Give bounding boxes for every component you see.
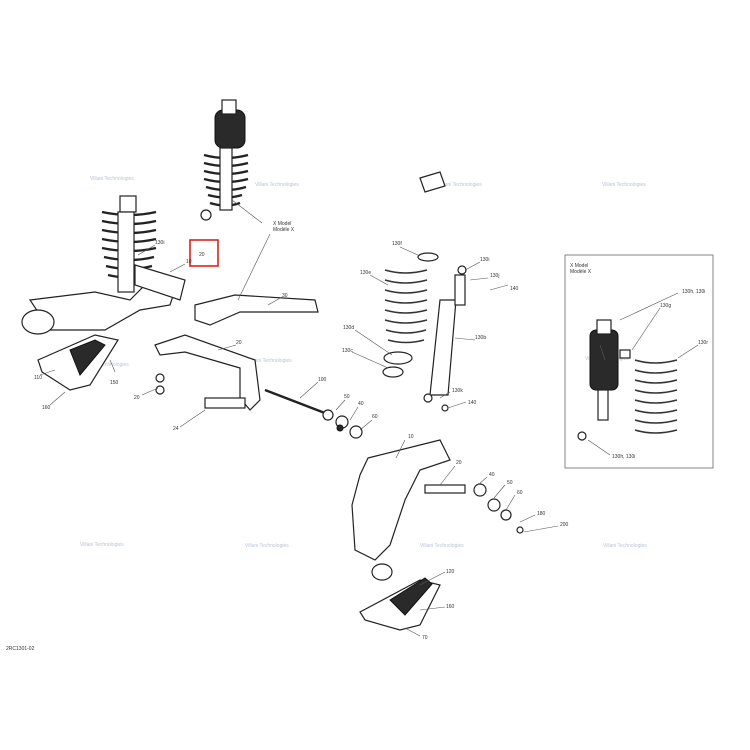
part-label: 130c: [342, 348, 353, 354]
stabilizer-links: [154, 294, 319, 411]
highlight-label: 20: [199, 252, 205, 258]
part-label: 110: [34, 375, 42, 381]
svg-text:X Model: X Model: [570, 263, 588, 269]
part-label: 130e: [360, 270, 371, 276]
part-label: 70: [422, 635, 428, 641]
upper-shock-absorber: [200, 99, 249, 221]
part-label: 130i: [480, 257, 489, 263]
part-label: 130r: [698, 340, 708, 346]
watermark: Villani Technologies: [255, 182, 299, 188]
center-swing-arm: [351, 439, 524, 581]
left-trailing-arm: [21, 264, 186, 335]
part-label: 20: [236, 340, 242, 346]
inset-panel: X Model Modèle X: [564, 254, 714, 469]
part-label: 100: [318, 377, 327, 383]
part-label: 130h, 130i: [612, 454, 635, 460]
part-label: 130b: [475, 335, 486, 341]
part-label: 140: [468, 400, 477, 406]
part-label: 180: [537, 511, 546, 517]
watermark: Villani Technologies: [438, 182, 482, 188]
part-label: 140: [510, 286, 519, 292]
part-label: 10: [408, 434, 414, 440]
part-label: 20: [456, 460, 462, 466]
part-label: 160: [42, 405, 51, 411]
watermark: Villani Technologies: [603, 543, 647, 549]
part-labels: 130i 10 110 160 150 20 30 20 24 100 50 4…: [34, 240, 708, 641]
watermark: Villani Technologies: [420, 543, 464, 549]
left-shock-spring: [101, 195, 157, 293]
left-skid-plate: [37, 334, 119, 391]
part-label: 130g: [660, 303, 671, 309]
watermark: Villani Technologies: [85, 362, 129, 368]
part-label: 150: [110, 380, 119, 386]
part-label: 40: [489, 472, 495, 478]
watermark: Villani Technologies: [248, 358, 292, 364]
center-rear-shock: [382, 252, 467, 412]
part-label: 10: [186, 259, 192, 265]
part-label: 30: [282, 293, 288, 299]
part-label: 24: [173, 426, 179, 432]
part-label: 50: [344, 394, 350, 400]
watermark: Villani Technologies: [90, 176, 134, 182]
svg-text:Modèle X: Modèle X: [273, 227, 295, 233]
part-label: 50: [507, 480, 513, 486]
part-label: 130d: [343, 325, 354, 331]
watermark: Villani Technologies: [602, 182, 646, 188]
part-label: 130j: [490, 273, 499, 279]
bottom-skid-plate: [359, 577, 441, 631]
part-label: 20: [134, 395, 140, 401]
watermark: Villani Technologies: [245, 543, 289, 549]
small-bracket: [419, 171, 446, 193]
leader-lines: [39, 244, 699, 637]
part-label: 160: [446, 604, 455, 610]
diagram-code: 2RC1301-02: [6, 646, 35, 652]
part-label: 130f: [392, 241, 402, 247]
watermark: Villani Technologies: [80, 542, 124, 548]
part-label: 60: [372, 414, 378, 420]
axle-bolt: [264, 388, 363, 439]
x-model-note: X Model Modèle X: [231, 199, 295, 301]
part-label: 130h, 130i: [682, 289, 705, 295]
part-label: 130k: [452, 388, 463, 394]
highlight-callout: 20: [189, 239, 219, 267]
part-label: 130i: [155, 240, 164, 246]
part-label: 40: [358, 401, 364, 407]
part-label: 60: [517, 490, 523, 496]
svg-text:Modèle X: Modèle X: [570, 269, 592, 275]
part-label: 200: [560, 522, 569, 528]
svg-text:X Model: X Model: [273, 221, 291, 227]
part-label: 120: [446, 569, 455, 575]
